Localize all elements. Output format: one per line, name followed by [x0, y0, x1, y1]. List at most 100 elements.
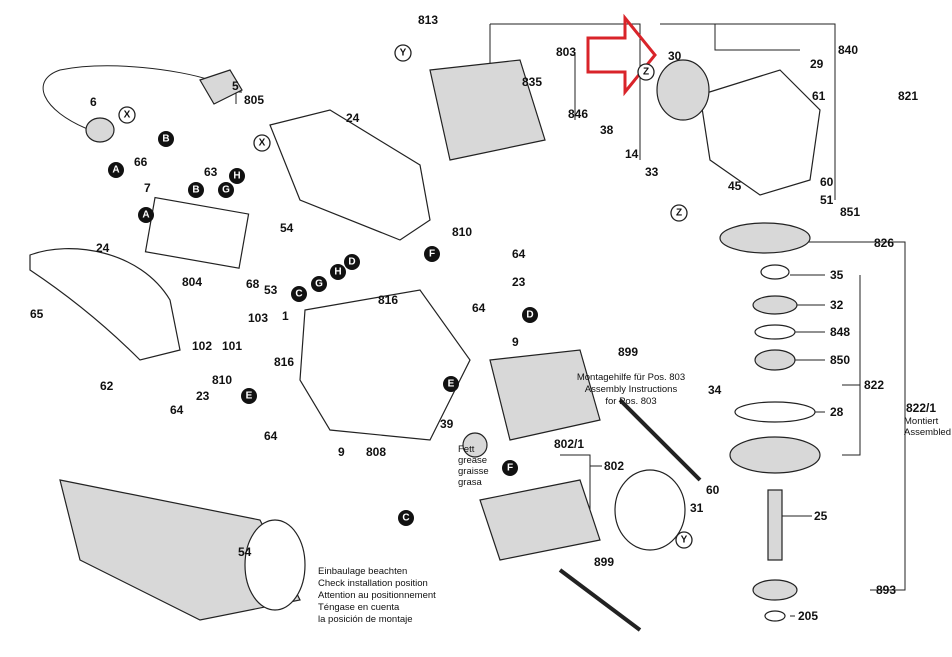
svg-text:Montiert: Montiert	[904, 416, 939, 427]
connector-Y: Y	[394, 44, 412, 62]
part-label: 851	[840, 205, 860, 219]
svg-text:Z: Z	[676, 208, 682, 219]
part-label: 822/1	[906, 401, 936, 415]
part-label: 804	[182, 275, 202, 289]
assembled-housing-view	[59, 479, 301, 621]
connector-C: C	[398, 510, 414, 526]
part-label: 54	[238, 545, 252, 559]
part-label: 31	[690, 501, 704, 515]
part-label: 826	[874, 236, 894, 250]
svg-text:graisse: graisse	[458, 466, 489, 477]
connector-B: B	[188, 182, 204, 198]
annotation-assembly-instructions: Montagehilfe für Pos. 803 Assembly Instr…	[577, 372, 685, 407]
part-label: 802	[604, 459, 624, 473]
part-label: 23	[512, 275, 526, 289]
part-label: 810	[452, 225, 472, 239]
svg-text:Assembly Instructions: Assembly Instructions	[585, 384, 678, 395]
svg-text:Check installation position: Check installation position	[318, 578, 428, 589]
flange	[729, 436, 821, 474]
bearing-850	[754, 349, 796, 371]
svg-text:H: H	[334, 267, 341, 278]
part-label: 103	[248, 311, 268, 325]
part-label: 802/1	[554, 437, 584, 451]
connector-G: G	[218, 182, 234, 198]
part-label: 822	[864, 378, 884, 392]
power-cord	[42, 65, 211, 131]
connector-letters: Y Y X X Z Z A A B B C C D D E E F F G G …	[108, 44, 693, 549]
part-label: 60	[820, 175, 834, 189]
svg-text:Z: Z	[643, 67, 649, 78]
part-label: 38	[600, 123, 614, 137]
part-label: 35	[830, 268, 844, 282]
connector-Z: Z	[637, 63, 655, 81]
part-label: 64	[472, 301, 486, 315]
guard-31	[614, 469, 686, 551]
gear-30	[656, 59, 710, 121]
part-label: 816	[274, 355, 294, 369]
part-label: 24	[96, 241, 110, 255]
part-label: 14	[625, 147, 639, 161]
annotation-assembled: Montiert Assembled	[904, 416, 951, 438]
part-label: 205	[798, 609, 818, 623]
part-label: 45	[728, 179, 742, 193]
annotation-grease: Fett grease graisse grasa	[458, 444, 489, 488]
part-label: 850	[830, 353, 850, 367]
part-label: 54	[280, 221, 294, 235]
plug	[199, 69, 243, 105]
part-label: 65	[30, 307, 44, 321]
svg-text:grease: grease	[458, 455, 487, 466]
part-label: 33	[645, 165, 659, 179]
connector-X: X	[253, 134, 271, 152]
svg-text:C: C	[402, 513, 409, 524]
svg-text:grasa: grasa	[458, 477, 482, 488]
svg-text:H: H	[233, 171, 240, 182]
cord-guard	[85, 117, 115, 143]
connector-G: G	[311, 276, 327, 292]
svg-text:Montagehilfe für Pos. 803: Montagehilfe für Pos. 803	[577, 372, 685, 383]
part-label: 846	[568, 107, 588, 121]
part-label: 29	[810, 57, 824, 71]
ring-28	[734, 401, 816, 423]
part-label: 808	[366, 445, 386, 459]
svg-text:A: A	[142, 210, 149, 221]
connector-H: H	[330, 264, 346, 280]
svg-text:Y: Y	[681, 535, 688, 546]
part-label: 835	[522, 75, 542, 89]
part-label: 899	[618, 345, 638, 359]
part-label: 66	[134, 155, 148, 169]
part-label: 9	[338, 445, 345, 459]
part-label: 102	[192, 339, 212, 353]
connector-D: D	[344, 254, 360, 270]
connector-E: E	[241, 388, 257, 404]
part-label: 803	[556, 45, 576, 59]
svg-text:Assembled: Assembled	[904, 427, 951, 438]
part-label: 39	[440, 417, 454, 431]
ring-848	[754, 324, 796, 340]
svg-text:la posición de montaje: la posición de montaje	[318, 614, 413, 625]
svg-text:B: B	[162, 134, 169, 145]
part-label: 893	[876, 583, 896, 597]
svg-text:A: A	[112, 165, 119, 176]
svg-text:D: D	[526, 310, 533, 321]
connector-H: H	[229, 168, 245, 184]
gear-housing	[699, 69, 821, 196]
connector-X: X	[118, 106, 136, 124]
part-label: 64	[512, 247, 526, 261]
part-label: 899	[594, 555, 614, 569]
svg-text:Fett: Fett	[458, 444, 475, 455]
svg-text:Attention au positionnement: Attention au positionnement	[318, 590, 436, 601]
connector-A: A	[108, 162, 124, 178]
part-label: 32	[830, 298, 844, 312]
gear-39	[462, 432, 488, 458]
part-label: 101	[222, 339, 242, 353]
svg-text:G: G	[315, 279, 323, 290]
connector-C: C	[291, 286, 307, 302]
part-label: 821	[898, 89, 918, 103]
field-coil-lower	[479, 479, 601, 561]
connector-E: E	[443, 376, 459, 392]
svg-text:X: X	[259, 138, 266, 149]
clamp-nut	[752, 579, 798, 601]
part-label: 1	[282, 309, 289, 323]
connector-D: D	[522, 307, 538, 323]
svg-text:X: X	[124, 110, 131, 121]
